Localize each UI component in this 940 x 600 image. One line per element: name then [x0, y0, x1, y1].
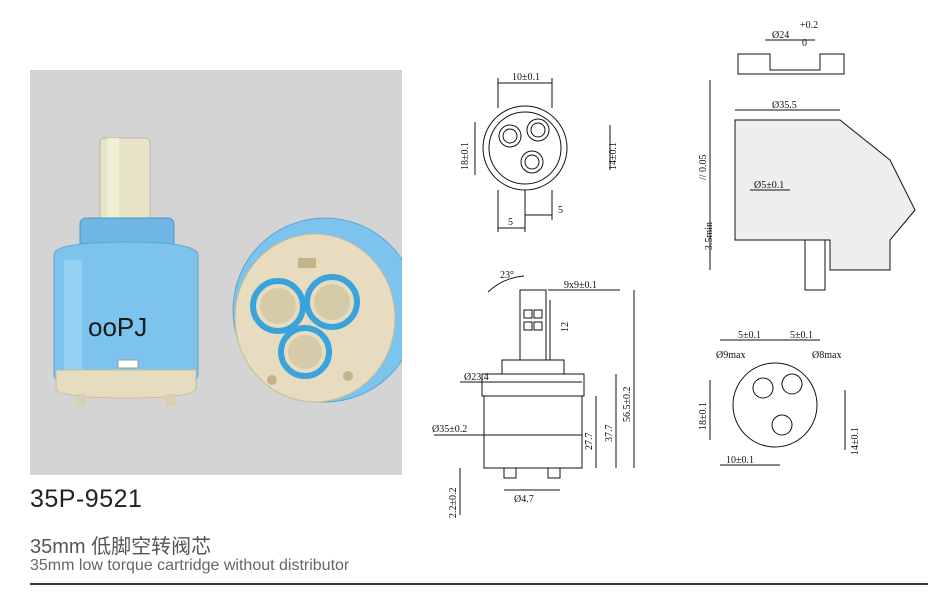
dim-pin-dia: Ø5±0.1 [754, 180, 784, 191]
dim-foot: 2.2±0.2 [448, 488, 459, 519]
dim-body-dia: Ø35±0.2 [432, 424, 467, 435]
dim-hole-max-left: Ø9max [716, 350, 745, 361]
footer-rule [30, 583, 928, 585]
dim-flatness: // 0.05 [698, 154, 709, 180]
dim-h1: 27.7 [584, 433, 595, 451]
dim-depth: 3.5min [704, 222, 715, 250]
dim-seat-dia: Ø24 [772, 30, 789, 41]
cartridge-illustration: ooPJ [53, 137, 402, 406]
brand-label: ooPJ [88, 312, 147, 342]
dim-top-height-left: 18±0.1 [460, 142, 471, 170]
housing-section: Ø24 +0.2 0 Ø35.5 // 0.05 Ø5±0.1 3.5min [698, 20, 916, 291]
dim-hole-right-offset: 5±0.1 [790, 330, 813, 341]
dim-hole-bottom: 10±0.1 [726, 455, 754, 466]
dim-collar-dia: Ø23.4 [464, 372, 489, 383]
product-title-en: 35mm low torque cartridge without distri… [30, 557, 350, 574]
technical-drawing: 10±0.1 18±0.1 14±0.1 5 5 23° [420, 10, 920, 555]
dim-hole-height-right: 14±0.1 [850, 427, 861, 455]
dim-bottom-right: 5 [558, 205, 563, 216]
product-photo: ooPJ [30, 70, 402, 475]
dim-angle: 23° [500, 270, 514, 281]
dim-hole-height-left: 18±0.1 [698, 402, 709, 430]
dim-h3: 56.5±0.2 [622, 387, 633, 423]
dim-seat-tol-upper: +0.2 [800, 20, 818, 31]
dim-top-height-right: 14±0.1 [608, 142, 619, 170]
dim-foot-dia: Ø4.7 [514, 494, 534, 505]
dim-seat-tol-lower: 0 [802, 38, 807, 49]
top-view: 10±0.1 18±0.1 14±0.1 5 5 [460, 72, 619, 232]
dim-bottom-left: 5 [508, 217, 513, 228]
dim-spline: 9x9±0.1 [564, 280, 597, 291]
dim-top-width: 10±0.1 [512, 72, 540, 83]
hole-pattern: 5±0.1 5±0.1 Ø9max Ø8max 18±0.1 14±0.1 10… [698, 330, 861, 466]
dim-h2: 37.7 [604, 425, 615, 443]
dim-stem-height: 12 [560, 322, 571, 332]
model-number: 35P-9521 [30, 485, 143, 513]
product-title-cn: 35mm 低脚空转阀芯 [30, 536, 212, 558]
dim-hole-left-offset: 5±0.1 [738, 330, 761, 341]
dim-bore-dia: Ø35.5 [772, 100, 797, 111]
dim-hole-max-right: Ø8max [812, 350, 841, 361]
side-view: 23° 9x9±0.1 12 Ø23.4 Ø35±0.2 27.7 37.7 5… [432, 270, 635, 519]
dimension-drawing: 10±0.1 18±0.1 14±0.1 5 5 23° [432, 20, 916, 519]
